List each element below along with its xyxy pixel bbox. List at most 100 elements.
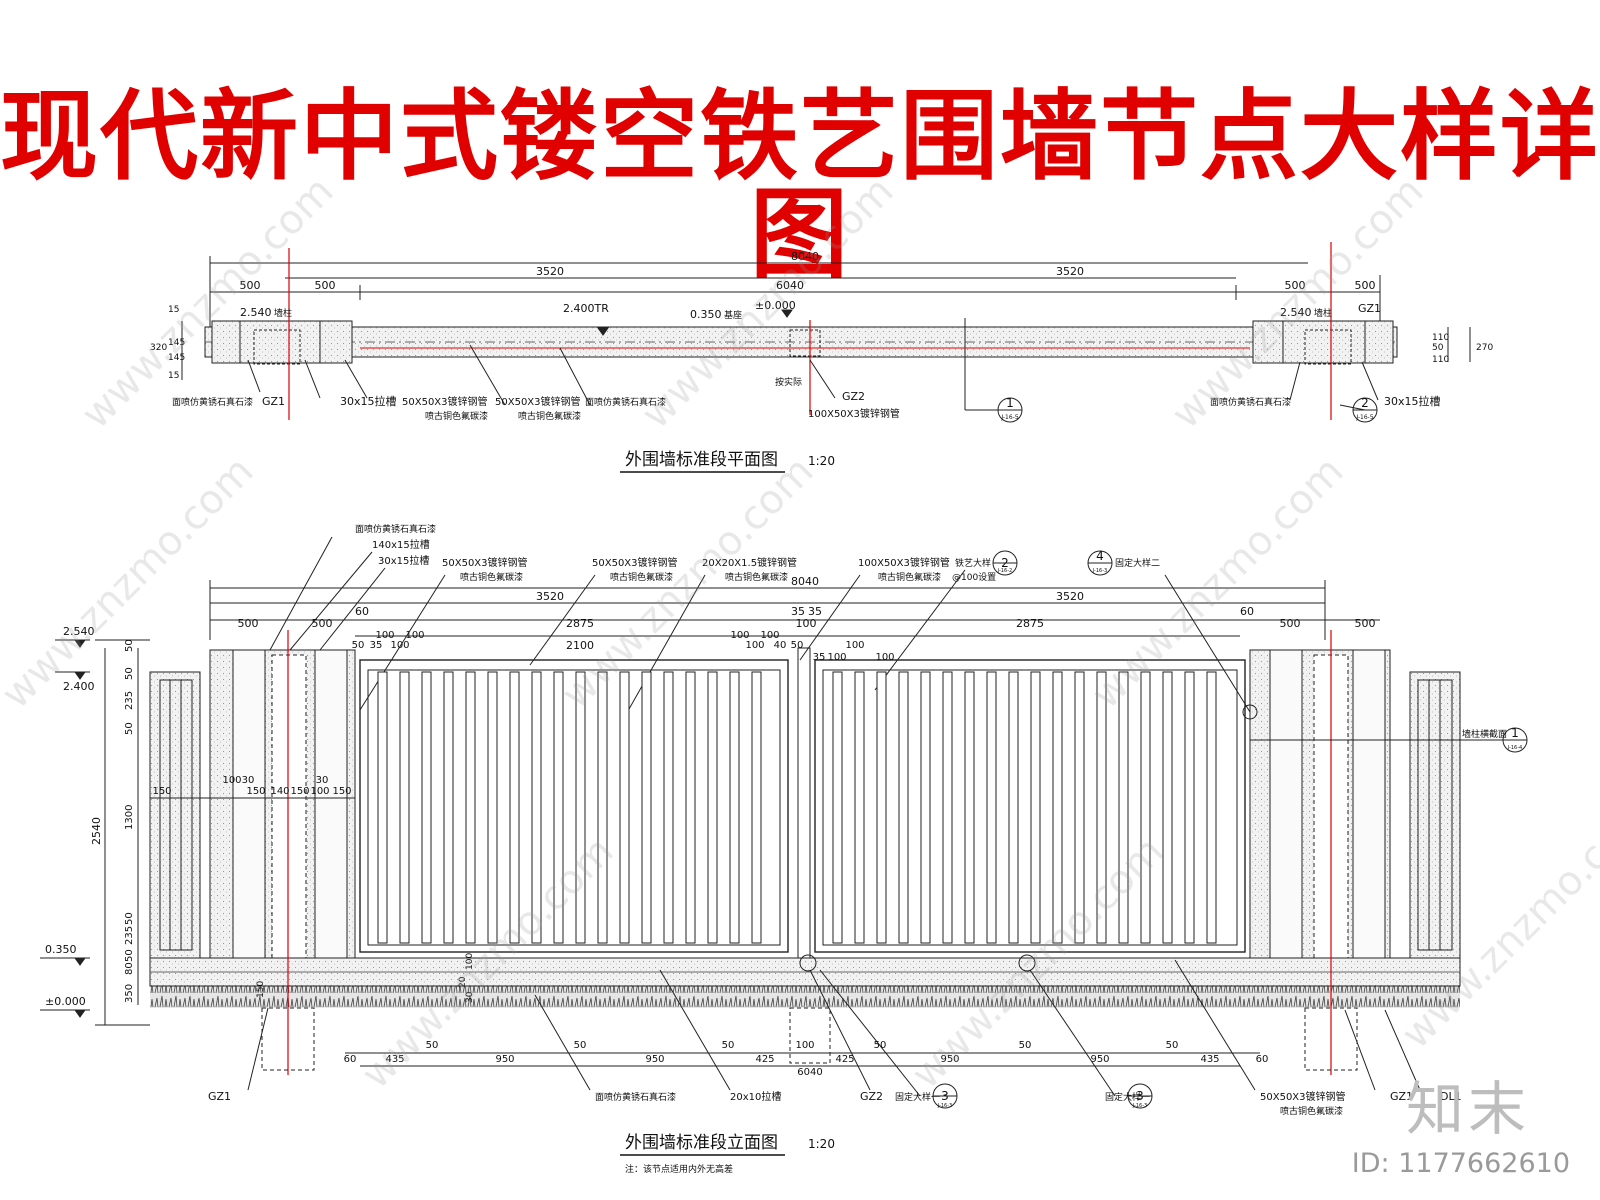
elev-small-4: 100 <box>405 630 424 641</box>
elev-level-2: 0.350 <box>45 943 77 956</box>
fence-picket <box>443 671 454 944</box>
plan-side-r2: 110 <box>1432 355 1449 365</box>
elev-bottom-ref-num-0: 3 <box>941 1089 949 1103</box>
fence-picket <box>553 671 564 944</box>
elev-base-dim-17: 6040 <box>797 1067 822 1078</box>
elev-small-0: 50 <box>352 640 365 651</box>
plan-callout-8: 按实际 <box>775 376 802 388</box>
elev-col-dim-2: 30 <box>242 775 255 786</box>
elev-right-ref-num: 1 <box>1511 726 1519 740</box>
elev-base-dim-12: 50 <box>1019 1040 1032 1051</box>
elev-top-callout-1: 140x15拉槽 <box>372 538 430 551</box>
plan-ref-sheet-0: J-16-5 <box>1000 414 1019 421</box>
plan-callout-7: 面喷仿黄锈石真石漆 <box>585 396 666 408</box>
elev-dim-500a: 500 <box>238 617 259 630</box>
plan-side-2: 145 <box>168 353 185 363</box>
elev-dim-500d: 500 <box>1355 617 1376 630</box>
fence-picket <box>964 671 975 944</box>
elev-base-dim-4: 50 <box>574 1040 587 1051</box>
plan-elev-0: 2.540 <box>240 306 272 319</box>
fence-picket <box>1162 671 1173 944</box>
elev-top-callout-5: 50X50X3镀锌钢管 <box>592 556 678 569</box>
plan-callout-4: 喷古铜色氟碳漆 <box>425 410 488 422</box>
elev-dim-left: 3520 <box>536 590 564 603</box>
plan-caption: 外围墙标准段平面图 <box>625 450 778 470</box>
plan-dim-left: 3520 <box>536 265 564 278</box>
brand-logo: 知末 <box>1405 1075 1530 1143</box>
elev-small-10: 35 <box>813 652 826 663</box>
fence-picket <box>707 671 718 944</box>
fence-picket <box>1052 671 1063 944</box>
plan-small-0: 墙柱 <box>274 307 292 319</box>
plan-elev-2: 0.350 <box>690 308 722 321</box>
plan-small-3: GZ1 <box>1358 302 1381 315</box>
elev-bottom-ref-num-1: 3 <box>1136 1089 1144 1103</box>
elev-top-ref-sheet-1: J-16-3 <box>1092 568 1107 574</box>
elev-left-dim-9: 350 <box>124 984 135 1003</box>
elev-left-dim-0: 50 <box>124 639 135 652</box>
elev-bottom-callout-5: 固定大样一 <box>1105 1091 1150 1103</box>
elev-col-dim-8: 150 <box>332 786 351 797</box>
elev-small-3: 100 <box>375 630 394 641</box>
fence-picket <box>751 671 762 944</box>
plan-callout-11: 面喷仿黄锈石真石漆 <box>1210 396 1291 408</box>
fence-picket <box>1030 671 1041 944</box>
elev-base-dim-10: 50 <box>874 1040 887 1051</box>
elev-top-callout-9: 100X50X3镀锌钢管 <box>858 556 950 569</box>
drawing-title: 现代新中式镂空铁艺围墙节点大样详图 <box>0 80 1600 292</box>
elev-bottom-callout-6: 50X50X3镀锌钢管 <box>1260 1090 1346 1103</box>
elev-bottom-callout-4: 固定大样一 <box>895 1091 940 1103</box>
fence-picket <box>619 671 630 944</box>
elev-bottom-callout-3: GZ2 <box>860 1090 883 1103</box>
plan-dim-500d: 500 <box>1355 279 1376 292</box>
fence-picket <box>487 671 498 944</box>
plan-dim-500a: 500 <box>240 279 261 292</box>
elev-base-dim-16: 60 <box>1256 1054 1269 1065</box>
elev-inner-dim-0: 100 <box>465 953 475 970</box>
elev-small-5: 100 <box>730 630 749 641</box>
elev-col-dim-7: 30 <box>316 775 329 786</box>
elev-level-1: 2.400 <box>63 680 95 693</box>
elev-inner-dim-2: 30 <box>465 991 475 1003</box>
elev-base-dim-14: 50 <box>1166 1040 1179 1051</box>
fence-picket <box>876 671 887 944</box>
elev-left-dim-7: 50 <box>124 949 135 962</box>
elev-small-12: 100 <box>845 640 864 651</box>
elev-bottom-ref-sheet-1: J-16-3 <box>1132 1103 1147 1109</box>
elev-top-callout-3: 50X50X3镀锌钢管 <box>442 556 528 569</box>
elev-base-dim-13: 950 <box>1090 1054 1109 1065</box>
plan-side-r1: 50 <box>1432 343 1444 353</box>
elev-top-callout-6: 喷古铜色氟碳漆 <box>610 571 673 583</box>
fence-picket <box>377 671 388 944</box>
fence-picket <box>942 671 953 944</box>
fence-picket <box>920 671 931 944</box>
plan-ref-num-1: 2 <box>1361 396 1369 410</box>
elev-small-13: 100 <box>875 652 894 663</box>
fence-picket <box>421 671 432 944</box>
fence-picket <box>399 671 410 944</box>
plan-callout-12: 30x15拉槽 <box>1384 394 1441 408</box>
elev-inner-dim-1: 20 <box>458 976 468 988</box>
elev-small-9: 50 <box>791 640 804 651</box>
elev-col-dim-1: 100 <box>222 775 241 786</box>
plan-callout-2: 30x15拉槽 <box>340 394 397 408</box>
elev-top-ref-num-0: 2 <box>1001 556 1009 570</box>
fence-picket <box>465 671 476 944</box>
elev-top-ref-sheet-0: J-16-2 <box>997 568 1012 574</box>
elev-dim-35b: 35 <box>808 605 822 618</box>
elev-dim-right: 3520 <box>1056 590 1084 603</box>
elev-left-dim-8: 80 <box>124 962 135 975</box>
plan-dim-500c: 500 <box>1285 279 1306 292</box>
fence-picket <box>729 671 740 944</box>
fence-picket <box>685 671 696 944</box>
elev-level-0: 2.540 <box>63 625 95 638</box>
fence-picket <box>641 671 652 944</box>
elev-base-dim-3: 950 <box>495 1054 514 1065</box>
elev-dim-2100: 2100 <box>566 639 594 652</box>
plan-callout-5: 50X50X3镀锌钢管 <box>495 395 581 408</box>
plan-dim-500b: 500 <box>315 279 336 292</box>
elev-left-dim-10: 2540 <box>90 817 103 845</box>
elev-dim-500c: 500 <box>1280 617 1301 630</box>
elev-base-dim-0: 60 <box>344 1054 357 1065</box>
fence-picket <box>1096 671 1107 944</box>
